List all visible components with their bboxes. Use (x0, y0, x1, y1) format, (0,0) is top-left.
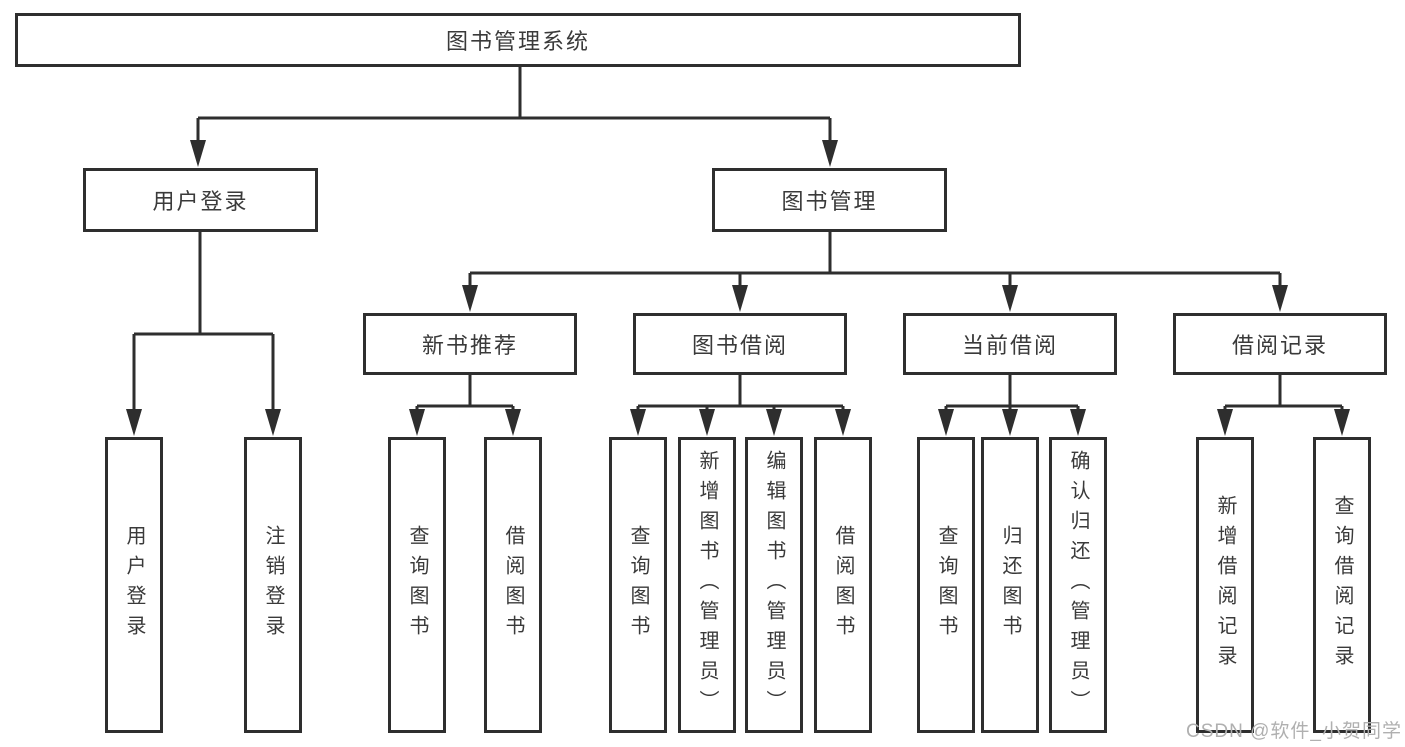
leaf-confirm-return-admin: 确认归还（管理员） (1049, 437, 1107, 733)
node-user-login: 用户登录 (83, 168, 318, 232)
leaf-add-borrow-record: 新增借阅记录 (1196, 437, 1254, 733)
leaf-query-books-2: 查询图书 (609, 437, 667, 733)
leaf-query-books-1: 查询图书 (388, 437, 446, 733)
leaf-borrow-books-2: 借阅图书 (814, 437, 872, 733)
arrowhead (1002, 409, 1018, 436)
arrowhead (630, 409, 646, 436)
node-book-management: 图书管理 (712, 168, 947, 232)
arrowhead (1217, 409, 1233, 436)
arrowhead (732, 285, 748, 312)
arrowhead (126, 409, 142, 436)
arrowhead (505, 409, 521, 436)
arrowhead (1070, 409, 1086, 436)
arrowhead (1334, 409, 1350, 436)
csdn-watermark: CSDN @软件_小贺同学 (1186, 721, 1402, 742)
arrowhead (1002, 285, 1018, 312)
leaf-query-books-3: 查询图书 (917, 437, 975, 733)
leaf-user-login: 用户登录 (105, 437, 163, 733)
arrowhead (822, 140, 838, 167)
node-root: 图书管理系统 (15, 13, 1021, 67)
leaf-logout: 注销登录 (244, 437, 302, 733)
arrowhead (835, 409, 851, 436)
arrowhead (190, 140, 206, 167)
arrowhead (462, 285, 478, 312)
leaf-edit-books-admin: 编辑图书（管理员） (745, 437, 803, 733)
leaf-return-books: 归还图书 (981, 437, 1039, 733)
leaf-query-borrow-record: 查询借阅记录 (1313, 437, 1371, 733)
arrowhead (699, 409, 715, 436)
arrowhead (1272, 285, 1288, 312)
node-new-book-recommend: 新书推荐 (363, 313, 577, 375)
arrowhead (265, 409, 281, 436)
node-borrow-records: 借阅记录 (1173, 313, 1387, 375)
leaf-borrow-books-1: 借阅图书 (484, 437, 542, 733)
node-book-borrow: 图书借阅 (633, 313, 847, 375)
arrowhead (409, 409, 425, 436)
arrowhead (938, 409, 954, 436)
leaf-add-books-admin: 新增图书（管理员） (678, 437, 736, 733)
node-current-borrow: 当前借阅 (903, 313, 1117, 375)
arrowhead (766, 409, 782, 436)
